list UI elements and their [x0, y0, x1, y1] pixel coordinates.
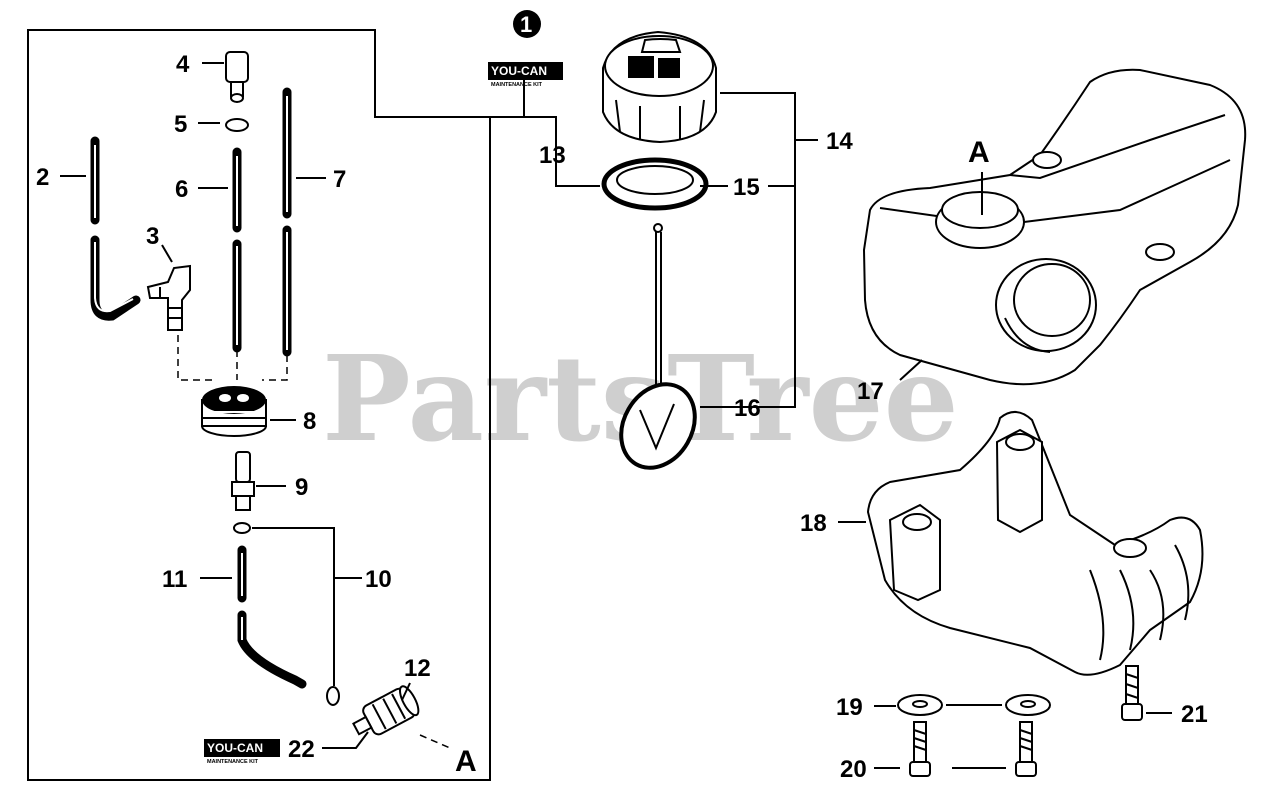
part-11-hose	[237, 545, 307, 689]
callout-9: 9	[295, 474, 308, 501]
callout-5: 5	[174, 111, 187, 138]
callout-19: 19	[836, 694, 863, 721]
callout-17: 17	[857, 378, 884, 405]
callout-4: 4	[176, 51, 190, 78]
ref-marker-a-filter: A	[455, 745, 477, 778]
part-19-washers	[897, 694, 1051, 716]
ref-marker-a-tank: A	[968, 136, 990, 169]
callout-6: 6	[175, 176, 188, 203]
part-10-oring-bottom	[326, 686, 340, 706]
callout-8: 8	[303, 408, 316, 435]
kit-badge-brand: YOU-CAN	[491, 64, 547, 78]
filter-to-a-dash	[419, 734, 451, 749]
part-16-string-filter	[619, 223, 697, 470]
callout-16: 16	[734, 395, 761, 422]
part-12-filter	[352, 685, 420, 736]
kit-badge-subtitle: MAINTENANCE KIT	[491, 82, 543, 88]
callout-18: 18	[800, 510, 827, 537]
kit-badge-bottom: YOU-CAN MAINTENANCE KIT	[204, 739, 280, 765]
part-2-hose	[90, 136, 141, 321]
callout-3: 3	[146, 223, 159, 250]
part-15-gasket	[601, 157, 709, 211]
part-18-tank-guard	[866, 411, 1204, 676]
kit-badge-number: 1	[520, 12, 532, 37]
callout-20: 20	[840, 756, 867, 783]
part-9-fitting	[231, 451, 255, 511]
callout-labels: 4 5 2 3 6 7 8 9 10 11 12 22 13 14 15 16 …	[36, 51, 1208, 783]
part-20-screws	[909, 721, 1037, 777]
callout-7: 7	[333, 166, 346, 193]
kit-badge-top: 1 YOU-CAN MAINTENANCE KIT	[488, 10, 563, 88]
kit-badge-brand-bottom: YOU-CAN	[207, 741, 263, 755]
callout-14: 14	[826, 128, 853, 155]
callout-15: 15	[733, 174, 760, 201]
part-8-grommet	[201, 386, 267, 437]
part-10-oring-top	[233, 522, 251, 534]
callout-2: 2	[36, 164, 49, 191]
part-21-screw	[1121, 665, 1143, 721]
part-3-elbow	[146, 264, 191, 331]
callout-21: 21	[1181, 701, 1208, 728]
callout-13: 13	[539, 142, 566, 169]
part-5-oring	[225, 118, 249, 132]
callout-10: 10	[365, 566, 392, 593]
callout-22: 22	[288, 736, 315, 763]
dashed-connectors	[177, 335, 288, 381]
part-17-fuel-tank	[862, 68, 1247, 386]
part-4-plug	[225, 51, 249, 103]
part-14-fuel-cap	[602, 30, 717, 144]
callout-11: 11	[162, 566, 187, 593]
callout-12: 12	[404, 655, 431, 682]
kit-badge-subtitle-bottom: MAINTENANCE KIT	[207, 759, 259, 765]
leader-lines	[60, 62, 1172, 769]
